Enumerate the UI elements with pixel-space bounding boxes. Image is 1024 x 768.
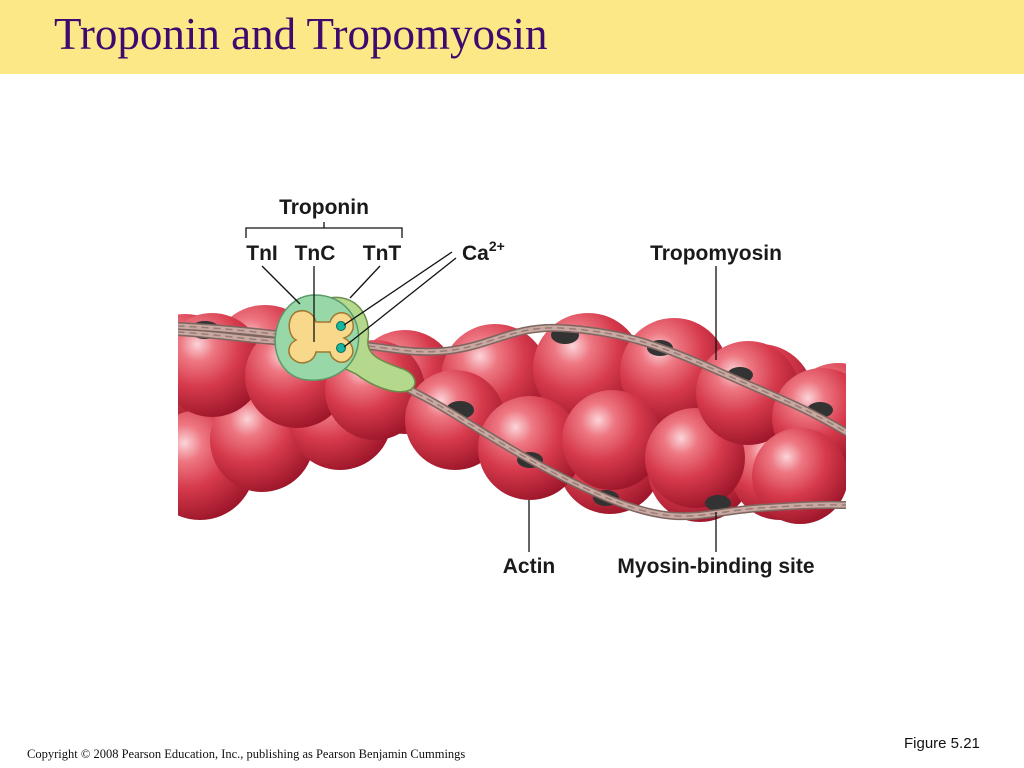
figure-number: Figure 5.21	[904, 735, 980, 752]
calcium-leader-2	[343, 257, 457, 348]
title-bar	[0, 0, 1024, 74]
leader-lines	[245, 222, 717, 552]
diagram-labels: Troponin TnI TnC TnT Ca2+ Tropomyosin Ac…	[246, 196, 814, 578]
calcium-leader-1	[343, 251, 453, 326]
troponin-complex	[274, 294, 416, 393]
calcium-ion	[336, 343, 346, 353]
label-tni: TnI	[246, 242, 278, 265]
label-tnc: TnC	[295, 242, 336, 265]
slide-title: Troponin and Tropomyosin	[54, 9, 548, 59]
label-calcium: Ca2+	[462, 238, 505, 265]
label-troponin: Troponin	[279, 196, 369, 219]
calcium-ion	[336, 321, 346, 331]
label-actin: Actin	[503, 555, 556, 578]
copyright-notice: Copyright © 2008 Pearson Education, Inc.…	[27, 747, 466, 761]
label-tropomyosin: Tropomyosin	[650, 242, 782, 265]
label-tnt: TnT	[363, 242, 402, 265]
tnt-leader	[349, 265, 381, 299]
label-calcium-charge: 2+	[489, 238, 505, 254]
actin-filament	[178, 305, 846, 524]
troponin-bracket	[245, 227, 403, 238]
tni-leader	[261, 265, 301, 305]
label-myosin-binding-site: Myosin-binding site	[617, 555, 814, 578]
